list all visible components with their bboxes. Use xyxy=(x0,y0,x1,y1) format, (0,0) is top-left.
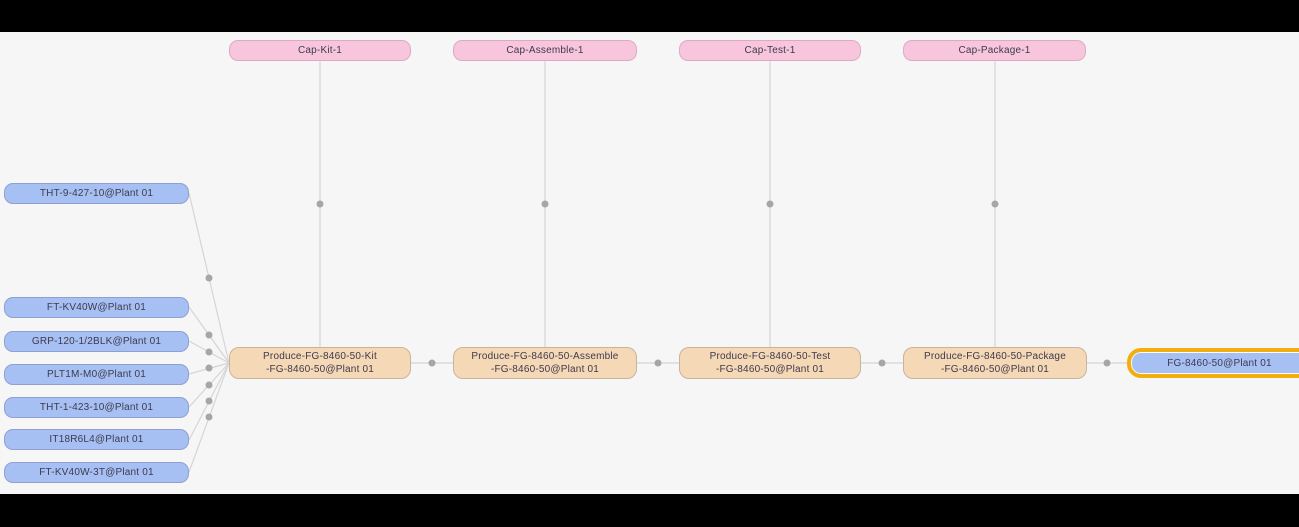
node-label-line1: Produce-FG-8460-50-Package xyxy=(924,351,1066,362)
node-label-line1: Produce-FG-8460-50-Kit xyxy=(263,351,377,362)
node-label-line2: -FG-8460-50@Plant 01 xyxy=(715,364,825,375)
node-label: FT-KV40W-3T@Plant 01 xyxy=(39,467,154,478)
material-node[interactable]: FT-KV40W-3T@Plant 01 xyxy=(4,462,189,483)
edge-midpoint-dot[interactable] xyxy=(878,359,886,367)
diagram-canvas[interactable]: Cap-Kit-1 Cap-Assemble-1 Cap-Test-1 Cap-… xyxy=(0,32,1299,494)
node-label: Cap-Package-1 xyxy=(958,45,1031,56)
edge-midpoint-dot[interactable] xyxy=(316,200,324,208)
node-label: FG-8460-50@Plant 01 xyxy=(1167,357,1272,369)
edge-midpoint-dot[interactable] xyxy=(205,397,213,405)
node-label: PLT1M-M0@Plant 01 xyxy=(47,369,146,380)
edge-midpoint-dot[interactable] xyxy=(766,200,774,208)
edge-midpoint-dot[interactable] xyxy=(991,200,999,208)
node-label: Cap-Kit-1 xyxy=(297,45,343,56)
operation-node-cap-package[interactable]: Cap-Package-1 xyxy=(903,40,1086,61)
node-label-line1: Produce-FG-8460-50-Test xyxy=(709,351,831,362)
edges-layer xyxy=(188,61,1127,473)
node-label-line2: -FG-8460-50@Plant 01 xyxy=(490,364,600,375)
node-label: Cap-Test-1 xyxy=(744,45,796,56)
edge-midpoint-dot[interactable] xyxy=(205,348,213,356)
node-label: IT18R6L4@Plant 01 xyxy=(49,434,144,445)
edge-midpoint-dot[interactable] xyxy=(205,413,213,421)
edge-midpoint-dot[interactable] xyxy=(205,274,213,282)
node-label: GRP-120-1/2BLK@Plant 01 xyxy=(31,336,162,347)
operation-node-cap-assemble[interactable]: Cap-Assemble-1 xyxy=(453,40,637,61)
material-node[interactable]: THT-9-427-10@Plant 01 xyxy=(4,183,189,204)
edge-midpoint-dot[interactable] xyxy=(205,331,213,339)
edge-midpoint-dot[interactable] xyxy=(205,381,213,389)
process-node-assemble[interactable]: Produce-FG-8460-50-Assemble -FG-8460-50@… xyxy=(453,347,637,379)
process-node-test[interactable]: Produce-FG-8460-50-Test -FG-8460-50@Plan… xyxy=(679,347,861,379)
node-label: Cap-Assemble-1 xyxy=(506,45,584,56)
edge-midpoint-dot[interactable] xyxy=(541,200,549,208)
material-node[interactable]: GRP-120-1/2BLK@Plant 01 xyxy=(4,331,189,352)
output-node-selected[interactable]: FG-8460-50@Plant 01 xyxy=(1127,348,1299,378)
node-label: FT-KV40W@Plant 01 xyxy=(46,302,147,313)
edge-midpoint-dot[interactable] xyxy=(1103,359,1111,367)
edge-midpoint-dot[interactable] xyxy=(428,359,436,367)
operation-node-cap-kit[interactable]: Cap-Kit-1 xyxy=(229,40,411,61)
edge-midpoint-dot[interactable] xyxy=(205,364,213,372)
material-node[interactable]: THT-1-423-10@Plant 01 xyxy=(4,397,189,418)
operation-node-cap-test[interactable]: Cap-Test-1 xyxy=(679,40,861,61)
node-label-line2: -FG-8460-50@Plant 01 xyxy=(265,364,375,375)
node-label-line2: -FG-8460-50@Plant 01 xyxy=(940,364,1050,375)
node-label-line1: Produce-FG-8460-50-Assemble xyxy=(471,351,619,362)
material-node[interactable]: IT18R6L4@Plant 01 xyxy=(4,429,189,450)
node-label: THT-9-427-10@Plant 01 xyxy=(39,188,154,199)
process-node-package[interactable]: Produce-FG-8460-50-Package -FG-8460-50@P… xyxy=(903,347,1087,379)
node-label: THT-1-423-10@Plant 01 xyxy=(39,402,154,413)
letterbox-top xyxy=(0,0,1299,32)
material-node[interactable]: FT-KV40W@Plant 01 xyxy=(4,297,189,318)
letterbox-bottom xyxy=(0,494,1299,527)
edge-midpoint-dot[interactable] xyxy=(654,359,662,367)
material-node[interactable]: PLT1M-M0@Plant 01 xyxy=(4,364,189,385)
process-node-kit[interactable]: Produce-FG-8460-50-Kit -FG-8460-50@Plant… xyxy=(229,347,411,379)
